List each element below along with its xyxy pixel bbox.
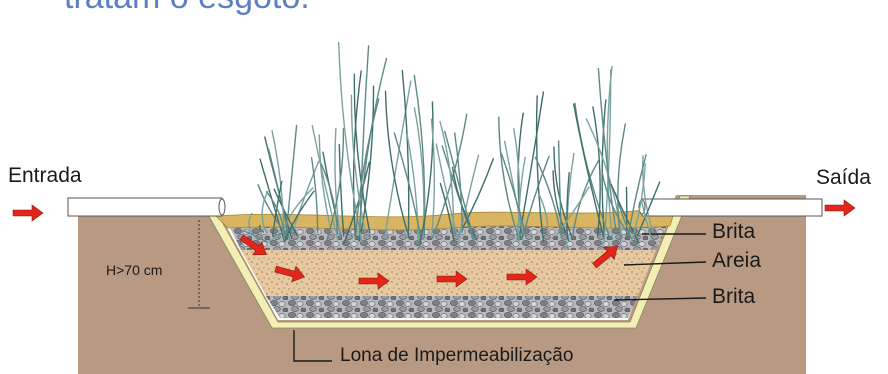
inlet-pipe xyxy=(68,198,222,216)
depth-label: H>70 cm xyxy=(106,262,162,278)
inlet-label: Entrada xyxy=(8,164,82,188)
gravel-bottom-label: Brita xyxy=(712,285,755,309)
flow-arrow-icon xyxy=(13,205,43,221)
sand-label: Areia xyxy=(712,249,761,273)
outlet-pipe xyxy=(642,199,822,216)
gravel-top-label: Brita xyxy=(712,220,755,244)
reed-plant-icon xyxy=(243,43,659,244)
outlet-label: Saída xyxy=(816,166,871,190)
sand-layer xyxy=(241,250,656,296)
gravel-bottom-layer xyxy=(266,296,638,318)
liner-label: Lona de Impermeabilização xyxy=(340,345,573,367)
flow-arrow-icon xyxy=(825,200,855,216)
